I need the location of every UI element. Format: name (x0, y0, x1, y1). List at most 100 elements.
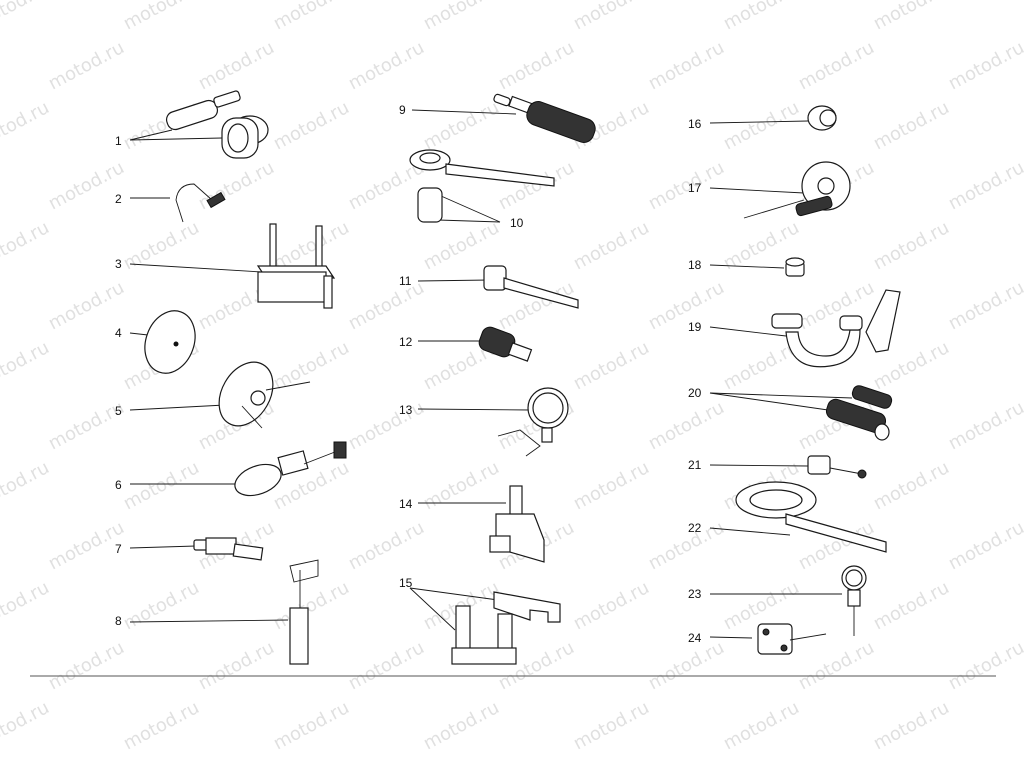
watermark-text: motod.ru (345, 517, 428, 574)
watermark-text: motod.ru (270, 337, 353, 394)
watermark-text: motod.ru (1020, 697, 1024, 754)
watermark-text: motod.ru (0, 0, 53, 34)
watermark-text: motod.ru (645, 277, 728, 334)
tool-11-illustration (483, 265, 579, 309)
watermark-text: motod.ru (120, 577, 203, 634)
callout-5: 5 (115, 404, 122, 418)
callout-16: 16 (688, 117, 702, 131)
tool-20-illustration (825, 385, 893, 441)
watermark-text: motod.ru (195, 37, 278, 94)
tool-21-illustration (807, 455, 867, 479)
tool-8-illustration (289, 559, 319, 665)
watermark-text: motod.ru (645, 397, 728, 454)
tool-4-illustration (144, 310, 196, 374)
watermark-text: motod.ru (1020, 337, 1024, 394)
callout-18: 18 (688, 258, 702, 272)
watermark-text: motod.ru (870, 457, 953, 514)
watermark-text: motod.ru (870, 577, 953, 634)
tool-6-illustration (234, 441, 347, 497)
watermark-text: motod.ru (1020, 97, 1024, 154)
watermark-text: motod.ru (0, 457, 53, 514)
callout-15: 15 (399, 576, 413, 590)
callout-19: 19 (688, 320, 702, 334)
tool-18-illustration (785, 257, 805, 277)
watermark-text: motod.ru (945, 397, 1024, 454)
callout-7: 7 (115, 542, 122, 556)
tool-17-illustration (743, 161, 851, 219)
watermark-text: motod.ru (570, 337, 653, 394)
watermark-text: motod.ru (870, 697, 953, 754)
leader-lines (129, 109, 853, 639)
watermark-text: motod.ru (345, 637, 428, 694)
watermark-text: motod.ru (270, 697, 353, 754)
watermark-text: motod.ru (120, 457, 203, 514)
callout-8: 8 (115, 614, 122, 628)
watermark-text: motod.ru (945, 37, 1024, 94)
callout-6: 6 (115, 478, 122, 492)
watermark-text: motod.ru (420, 97, 503, 154)
watermark-text: motod.ru (945, 157, 1024, 214)
watermark-text: motod.ru (1020, 0, 1024, 34)
watermark-text: motod.ru (870, 217, 953, 274)
watermark-text: motod.ru (0, 697, 53, 754)
callout-11: 11 (399, 274, 412, 288)
tool-7-illustration (193, 537, 264, 561)
watermark-text: motod.ru (0, 217, 53, 274)
callout-22: 22 (688, 521, 702, 535)
tool-15-illustration (451, 591, 561, 665)
watermark-text: motod.ru (945, 277, 1024, 334)
watermark-text: motod.ru (1020, 457, 1024, 514)
tool-1-illustration (165, 90, 269, 159)
watermark-text: motod.ru (570, 0, 653, 34)
watermark-text: motod.ru (270, 0, 353, 34)
watermark-text: motod.ru (645, 37, 728, 94)
watermark-text: motod.ru (720, 97, 803, 154)
tool-3-illustration (256, 223, 336, 309)
watermark-text: motod.ru (420, 0, 503, 34)
watermark-text: motod.ru (270, 97, 353, 154)
watermark-text: motod.ru (0, 97, 53, 154)
watermark-text: motod.ru (720, 0, 803, 34)
callout-1: 1 (115, 134, 122, 148)
watermark-text: motod.ru (1020, 217, 1024, 274)
tool-24-illustration (757, 623, 827, 655)
callout-24: 24 (688, 631, 702, 645)
watermark-text: motod.ru (345, 277, 428, 334)
watermark-text: motod.ru (345, 37, 428, 94)
tool-16-illustration (807, 105, 837, 131)
callout-21: 21 (688, 458, 702, 472)
watermark-text: motod.ru (195, 157, 278, 214)
callout-14: 14 (399, 497, 413, 511)
watermark-text: motod.ru (945, 517, 1024, 574)
watermark-text: motod.ru (495, 157, 578, 214)
watermark-text: motod.ru (1020, 577, 1024, 634)
watermark-text: motod.ru (795, 277, 878, 334)
callout-4: 4 (115, 326, 122, 340)
tool-5-illustration (218, 361, 311, 429)
watermark-text: motod.ru (720, 697, 803, 754)
watermark-text: motod.ru (645, 637, 728, 694)
watermark-text: motod.ru (420, 697, 503, 754)
watermark-text: motod.ru (0, 577, 53, 634)
callout-3: 3 (115, 257, 122, 271)
callout-9: 9 (399, 103, 406, 117)
watermark-text: motod.ru (270, 577, 353, 634)
tool-13-illustration (497, 387, 569, 457)
tool-19-illustration (771, 289, 901, 368)
tool-14-illustration (489, 485, 545, 563)
watermark-text: motod.ru (570, 697, 653, 754)
watermark-text: motod.ru (570, 457, 653, 514)
watermark-text: motod.ru (45, 37, 128, 94)
tool-10-illustration (409, 149, 555, 223)
callout-23: 23 (688, 587, 702, 601)
watermark-text: motod.ru (495, 37, 578, 94)
callout-13: 13 (399, 403, 413, 417)
watermark-text: motod.ru (645, 157, 728, 214)
callout-12: 12 (399, 335, 413, 349)
watermark-text: motod.ru (345, 397, 428, 454)
watermark-text: motod.ru (945, 637, 1024, 694)
tool-2-illustration (175, 183, 226, 223)
watermark-text: motod.ru (120, 0, 203, 34)
